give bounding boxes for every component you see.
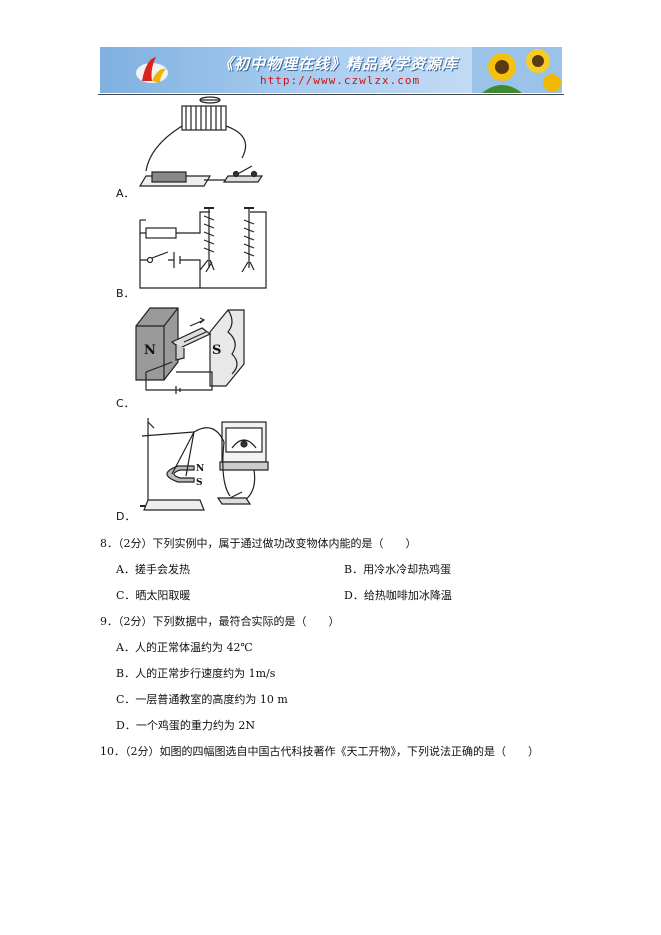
logo-icon (136, 57, 168, 83)
magnet-n-label: N (144, 343, 156, 358)
q10-stem: 10．（2分）如图的四幅图选自中国古代科技著作《天工开物》，下列说法正确的是（ … (100, 745, 539, 758)
option-d-letter: D． (116, 510, 136, 523)
q8-stem: 8．（2分）下列实例中，属于通过做功改变物体内能的是（ ） (100, 537, 417, 550)
q9-option-b: B．人的正常步行速度约为 1m/s (116, 667, 276, 680)
q9-option-c: C．一层普通教室的高度约为 10 m (116, 693, 288, 706)
figure-c: N S (135, 307, 245, 394)
magnet-d-n-label: N (196, 464, 204, 474)
figure-a (138, 96, 264, 187)
sunflower-image (472, 47, 562, 93)
option-b-letter: B． (116, 287, 135, 300)
option-c-letter: C． (116, 397, 135, 410)
q9-option-d: D．一个鸡蛋的重力约为 2N (116, 719, 255, 732)
q9-stem: 9．（2分）下列数据中，最符合实际的是（ ） (100, 615, 340, 628)
figure-b (139, 207, 267, 289)
q8-option-b: B．用冷水冷却热鸡蛋 (344, 563, 452, 576)
magnet-d-s-label: S (196, 478, 203, 488)
q9-option-a: A．人的正常体温约为 42℃ (116, 641, 253, 654)
header-rule (98, 94, 564, 95)
magnet-s-label: S (212, 343, 221, 358)
q8-option-a: A．搓手会发热 (116, 563, 190, 576)
option-a-letter: A． (116, 187, 135, 200)
banner-url: http://www.czwlzx.com (260, 74, 421, 87)
banner-title: 《初中物理在线》精品教学资源库 (218, 55, 459, 73)
q8-option-d: D．给热咖啡加冰降温 (344, 589, 452, 602)
header-banner: 《初中物理在线》精品教学资源库 http://www.czwlzx.com (100, 47, 562, 93)
q8-option-c: C．晒太阳取暖 (116, 589, 191, 602)
figure-d: N S (140, 418, 269, 511)
